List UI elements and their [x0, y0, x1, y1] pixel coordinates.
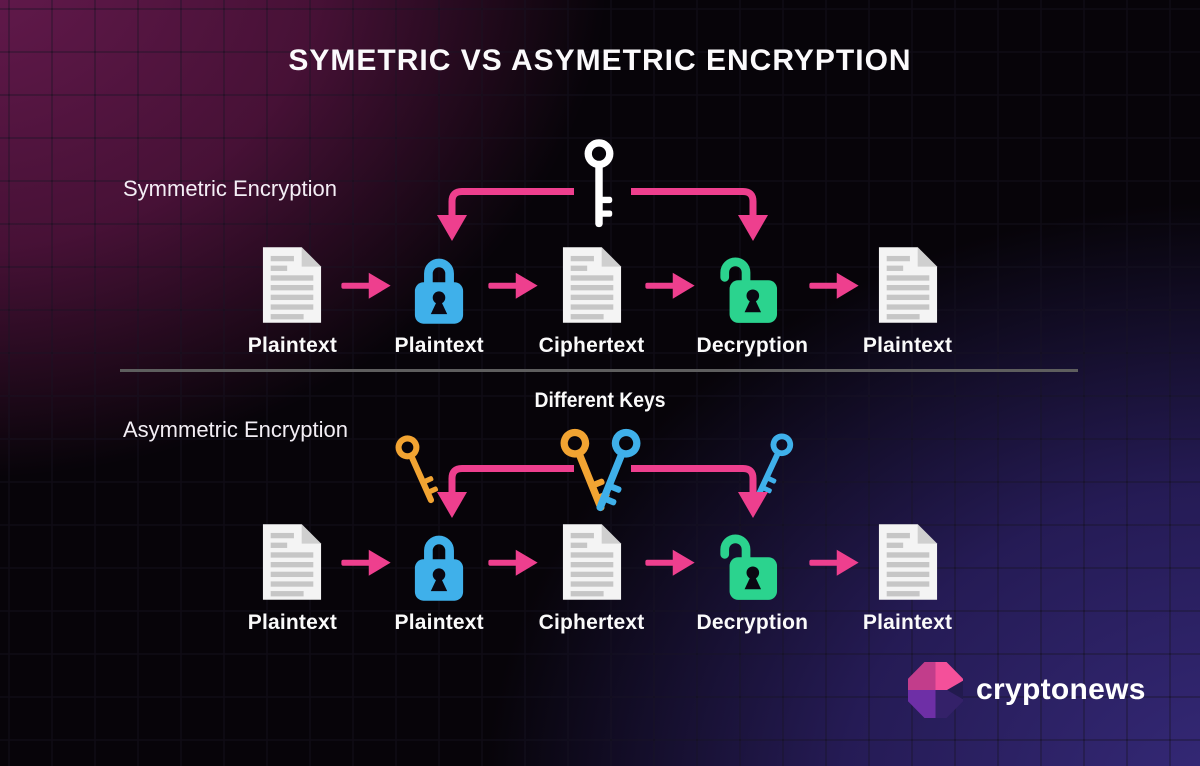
step-label: Plaintext [394, 611, 484, 634]
asymmetric-section-label: Asymmetric Encryption [123, 417, 348, 442]
document-icon [561, 245, 623, 325]
asymmetric-flow-row: Plaintext Plaintext Ciphertext Decryptio… [245, 522, 955, 635]
page-title: SYMETRIC VS ASYMETRIC ENCRYPTION [288, 44, 912, 77]
brand-name: cryptonews [976, 673, 1146, 706]
padlock-unlocked-icon [716, 528, 778, 602]
step-label: Ciphertext [538, 334, 645, 357]
different-keys-label: Different Keys [534, 389, 666, 412]
white-key-icon [582, 139, 616, 231]
key-arrow-left [434, 464, 574, 522]
flow-step: Plaintext [245, 245, 340, 358]
symmetric-flow-row: Plaintext Plaintext Ciphertext Decryptio… [245, 245, 955, 358]
flow-step: Plaintext [392, 522, 487, 635]
brand-logo: cryptonews [908, 662, 1146, 718]
flow-step: Decryption [696, 245, 808, 358]
key-arrow-right [631, 464, 771, 522]
document-icon [261, 522, 323, 602]
arrow-right-icon [487, 547, 539, 578]
flow-step: Ciphertext [539, 245, 645, 358]
arrow-right-icon [808, 270, 860, 301]
flow-step: Ciphertext [539, 522, 645, 635]
arrow-right-icon [808, 547, 860, 578]
flow-step: Plaintext [245, 522, 340, 635]
arrow-right-icon [340, 547, 392, 578]
step-label: Ciphertext [538, 611, 645, 634]
step-label: Plaintext [862, 611, 953, 634]
section-divider [120, 369, 1078, 372]
document-icon [877, 245, 939, 325]
padlock-unlocked-icon [716, 251, 778, 325]
flow-step: Decryption [696, 522, 808, 635]
flow-step: Plaintext [392, 245, 487, 358]
arrow-right-icon [644, 547, 696, 578]
step-label: Decryption [696, 334, 809, 357]
document-icon [877, 522, 939, 602]
document-icon [261, 245, 323, 325]
step-label: Decryption [696, 611, 809, 634]
flow-step: Plaintext [860, 245, 955, 358]
step-label: Plaintext [247, 611, 338, 634]
arrow-right-icon [644, 270, 696, 301]
padlock-locked-icon [412, 530, 466, 602]
step-label: Plaintext [862, 334, 953, 357]
flow-step: Plaintext [860, 522, 955, 635]
padlock-locked-icon [412, 253, 466, 325]
step-label: Plaintext [394, 334, 484, 357]
cryptonews-logo-icon [908, 662, 963, 718]
key-arrow-right [631, 187, 771, 245]
arrow-right-icon [487, 270, 539, 301]
symmetric-section-label: Symmetric Encryption [123, 176, 337, 201]
document-icon [561, 522, 623, 602]
arrow-right-icon [340, 270, 392, 301]
key-arrow-left [434, 187, 574, 245]
step-label: Plaintext [247, 334, 338, 357]
